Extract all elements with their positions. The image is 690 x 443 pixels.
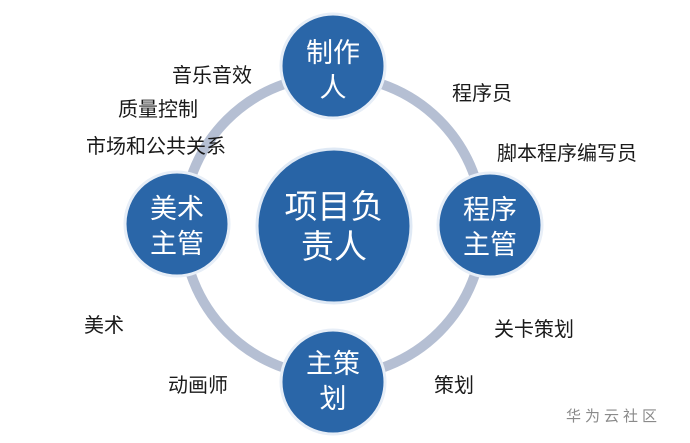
label-quality-control: 质量控制 — [118, 97, 198, 121]
label-script-programmer: 脚本程序编写员 — [497, 141, 637, 165]
node-lead-designer-line1: 主策 — [306, 349, 360, 380]
label-animator: 动画师 — [168, 373, 228, 397]
label-programmer: 程序员 — [452, 81, 512, 105]
node-project-lead-line1: 项目负 — [285, 187, 384, 226]
label-planning: 策划 — [434, 373, 474, 397]
node-producer-line2: 人 — [320, 73, 347, 104]
node-project-lead-line2: 责人 — [301, 227, 367, 266]
node-programming-lead-line1: 程序 — [463, 195, 517, 226]
node-lead-designer-line2: 划 — [320, 384, 347, 415]
node-art-lead-line1: 美术 — [150, 194, 204, 225]
label-art: 美术 — [84, 313, 124, 337]
node-project-lead: 项目负 责人 — [255, 147, 413, 305]
node-producer: 制作 人 — [279, 12, 387, 120]
node-programming-lead-line2: 主管 — [463, 230, 517, 261]
node-lead-designer: 主策 划 — [279, 328, 387, 436]
node-art-lead-line2: 主管 — [150, 229, 204, 260]
label-market-pr: 市场和公共关系 — [86, 134, 226, 158]
node-producer-line1: 制作 — [306, 38, 360, 69]
node-programming-lead: 程序 主管 — [436, 171, 544, 279]
watermark: 华为云社区 — [566, 407, 661, 425]
node-art-lead: 美术 主管 — [123, 170, 231, 278]
label-level-design: 关卡策划 — [494, 317, 574, 341]
label-music-sound: 音乐音效 — [172, 63, 252, 87]
